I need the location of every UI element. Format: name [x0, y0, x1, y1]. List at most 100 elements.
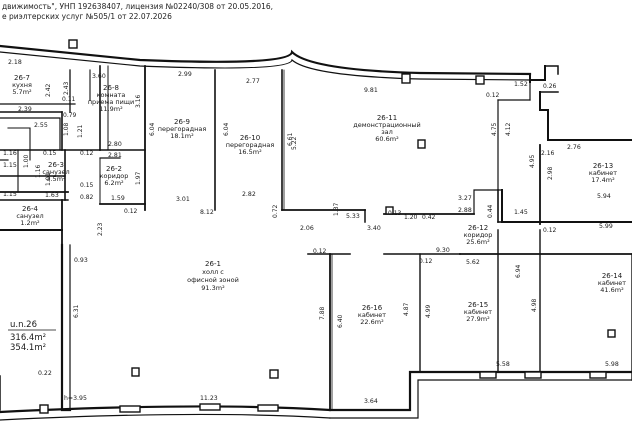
room-26-10-name: перегорадная — [226, 141, 275, 149]
walls — [0, 44, 632, 421]
dim: 1.97 — [135, 171, 142, 185]
dim: 0.12 — [543, 227, 557, 234]
dim: 2.18 — [8, 59, 22, 66]
room-26-16-name: кабинет — [358, 311, 386, 319]
room-26-12-id: 26-12 — [468, 224, 488, 232]
dim: 2.81 — [108, 152, 122, 159]
room-26-13-area: 17.4m² — [591, 176, 615, 184]
room-26-2-id: 26-2 — [106, 165, 122, 173]
dim: 6.31 — [73, 304, 80, 318]
room-26-14-area: 41.6m² — [600, 286, 624, 294]
room-26-16-area: 22.6m² — [360, 318, 384, 326]
room-26-3-id: 26-3 — [48, 161, 64, 169]
room-26-1-id: 26-1 — [205, 260, 221, 268]
dim: 2.39 — [18, 106, 32, 113]
unit-label: u.n.26 — [10, 320, 37, 330]
dim: 1.08 — [63, 122, 70, 136]
dim: 4.95 — [529, 154, 536, 168]
room-26-7-area: 5.7m² — [12, 88, 32, 96]
dim: 9.81 — [364, 87, 378, 94]
room-26-4-area: 1.2m² — [20, 219, 40, 227]
room-26-11-name2: зал — [381, 128, 393, 136]
total-area: 316.4m² — [10, 333, 46, 343]
dim: 2.43 — [63, 81, 70, 95]
dim: 6.04 — [149, 122, 156, 136]
dim: 2.82 — [242, 191, 256, 198]
dim: 5.62 — [466, 259, 480, 266]
dim: 1.01 — [45, 172, 52, 186]
room-26-15-id: 26-15 — [468, 301, 488, 309]
room-26-4-name: санузел — [16, 212, 43, 220]
dim: 1.15 — [3, 162, 17, 169]
dim: 6.04 — [223, 122, 230, 136]
room-26-2-name: коридор — [100, 172, 129, 180]
dim: 0.82 — [80, 194, 94, 201]
room-26-7-name: кухня — [12, 81, 32, 89]
dim: 4.75 — [491, 122, 498, 136]
dim: 4.99 — [425, 304, 432, 318]
room-26-12-name: коридор — [464, 231, 493, 239]
room-26-14-id: 26-14 — [602, 272, 623, 280]
dim: 1.20 — [404, 214, 418, 221]
room-26-7-id: 26-7 — [14, 74, 30, 82]
dim: 6.40 — [337, 314, 344, 328]
room-labels: 26-7 кухня 5.7m² 26-8 комната приема пищ… — [12, 74, 626, 326]
room-26-14-name: кабинет — [598, 279, 626, 287]
room-26-1-area: 91.3m² — [201, 284, 225, 292]
dim: 0.15 — [43, 150, 57, 157]
dim: 0.93 — [74, 257, 88, 264]
dim: 8.12 — [200, 209, 214, 216]
room-26-10-id: 26-10 — [240, 134, 260, 142]
dim: 1.16 — [3, 150, 17, 157]
dim: 0.12 — [486, 92, 500, 99]
dim: 2.98 — [547, 166, 554, 180]
dim: 4.98 — [531, 298, 538, 312]
room-26-1-name2: офисной зоной — [187, 276, 239, 284]
dim: 0.11 — [62, 96, 76, 103]
room-26-4-id: 26-4 — [22, 205, 38, 213]
room-26-8-area: 11.9m² — [99, 105, 123, 113]
dim: 1.15 — [3, 191, 17, 198]
header-line-2: е риэлтерских услуг №505/1 от 22.07.2026 — [2, 12, 172, 21]
columns — [39, 39, 616, 414]
dim: 9.30 — [436, 247, 450, 254]
dim: 2.77 — [246, 78, 260, 85]
room-26-11-name: демонстрационный — [353, 121, 421, 129]
dim: 0.12 — [124, 208, 138, 215]
room-26-8-name2: приема пищи — [88, 98, 134, 106]
dim: 1.16 — [35, 164, 42, 178]
dim: 3.60 — [92, 73, 106, 80]
room-26-13-name: кабинет — [589, 169, 617, 177]
room-26-16-id: 26-16 — [362, 304, 383, 312]
dim: 0.15 — [80, 182, 94, 189]
dim: 1.59 — [111, 195, 125, 202]
dim: 2.16 — [541, 150, 555, 157]
room-26-11-area: 60.6m² — [375, 135, 399, 143]
dim: 0.22 — [38, 370, 52, 377]
ceiling-height: h=3.95 — [64, 395, 87, 402]
dim: 7.88 — [319, 306, 326, 320]
dim: 0.44 — [487, 204, 494, 218]
dim: 2.80 — [108, 141, 122, 148]
dim: 4.87 — [403, 302, 410, 316]
dim: 2.42 — [45, 83, 52, 97]
dim: 5.22 — [291, 136, 298, 150]
dim: 1.37 — [333, 202, 340, 216]
dim: 2.23 — [97, 222, 104, 236]
dim: 1.52 — [514, 81, 528, 88]
room-26-8-name: комната — [97, 91, 126, 99]
room-26-3-area: 3.5m² — [46, 175, 66, 183]
dim: 0.12 — [80, 150, 94, 157]
dim: 3.16 — [135, 94, 142, 108]
dim: 2.88 — [458, 207, 472, 214]
dimension-labels: 2.18 3.60 2.99 2.77 9.81 1.52 0.12 0.26 … — [3, 59, 619, 405]
dim: 5.98 — [605, 361, 619, 368]
dim: 6.94 — [515, 264, 522, 278]
dim: 2.76 — [567, 144, 581, 151]
dim: 6.61 — [287, 132, 294, 146]
summary-block: u.n.26 316.4m² 354.1m² h=3.95 — [8, 320, 87, 402]
room-26-2-area: 6.2m² — [104, 179, 124, 187]
dim: 0.72 — [272, 204, 279, 218]
dim: 1.63 — [45, 192, 59, 199]
